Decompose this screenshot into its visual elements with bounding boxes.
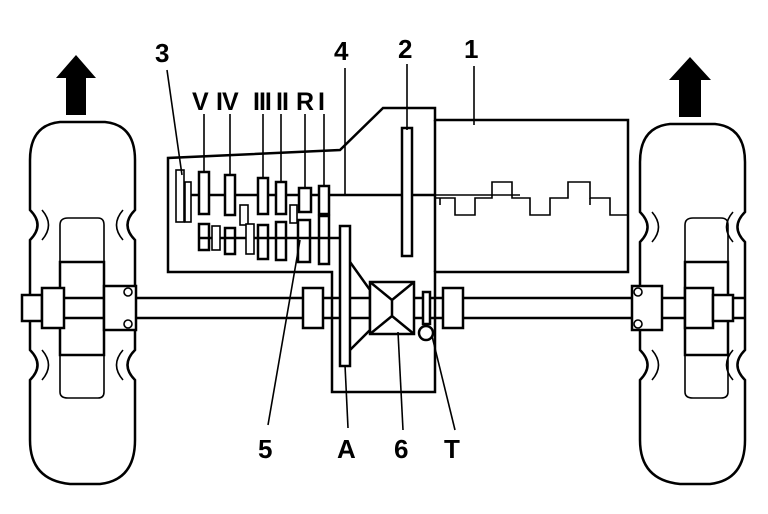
callout-1: 1	[464, 34, 478, 64]
gear-label-R: R	[296, 88, 314, 116]
callout-4: 4	[334, 36, 349, 66]
callout-3: 3	[155, 38, 169, 68]
flywheel-disc	[400, 126, 414, 258]
differential	[368, 280, 432, 336]
callout-6: 6	[394, 434, 408, 464]
gear-label-I: I	[318, 88, 324, 116]
callout-2: 2	[398, 34, 412, 64]
leader-lines	[166, 64, 475, 431]
gear-label-V: V	[192, 88, 209, 116]
gearset	[175, 169, 340, 266]
final-drive-gear	[338, 224, 372, 368]
gearbox-housing	[166, 106, 630, 394]
gear-label-IV: IV	[216, 88, 239, 116]
engine-profile	[435, 181, 628, 216]
right-direction-arrow-icon	[669, 57, 711, 117]
gear-label-III: III	[253, 88, 271, 116]
gear-label-II: II	[276, 88, 288, 116]
callout-T: T	[444, 434, 460, 464]
callout-A: A	[337, 434, 356, 464]
callout-5: 5	[258, 434, 272, 464]
left-direction-arrow-icon	[56, 55, 96, 115]
speed-sensor	[417, 324, 435, 342]
gear-label-ticks	[203, 114, 325, 188]
